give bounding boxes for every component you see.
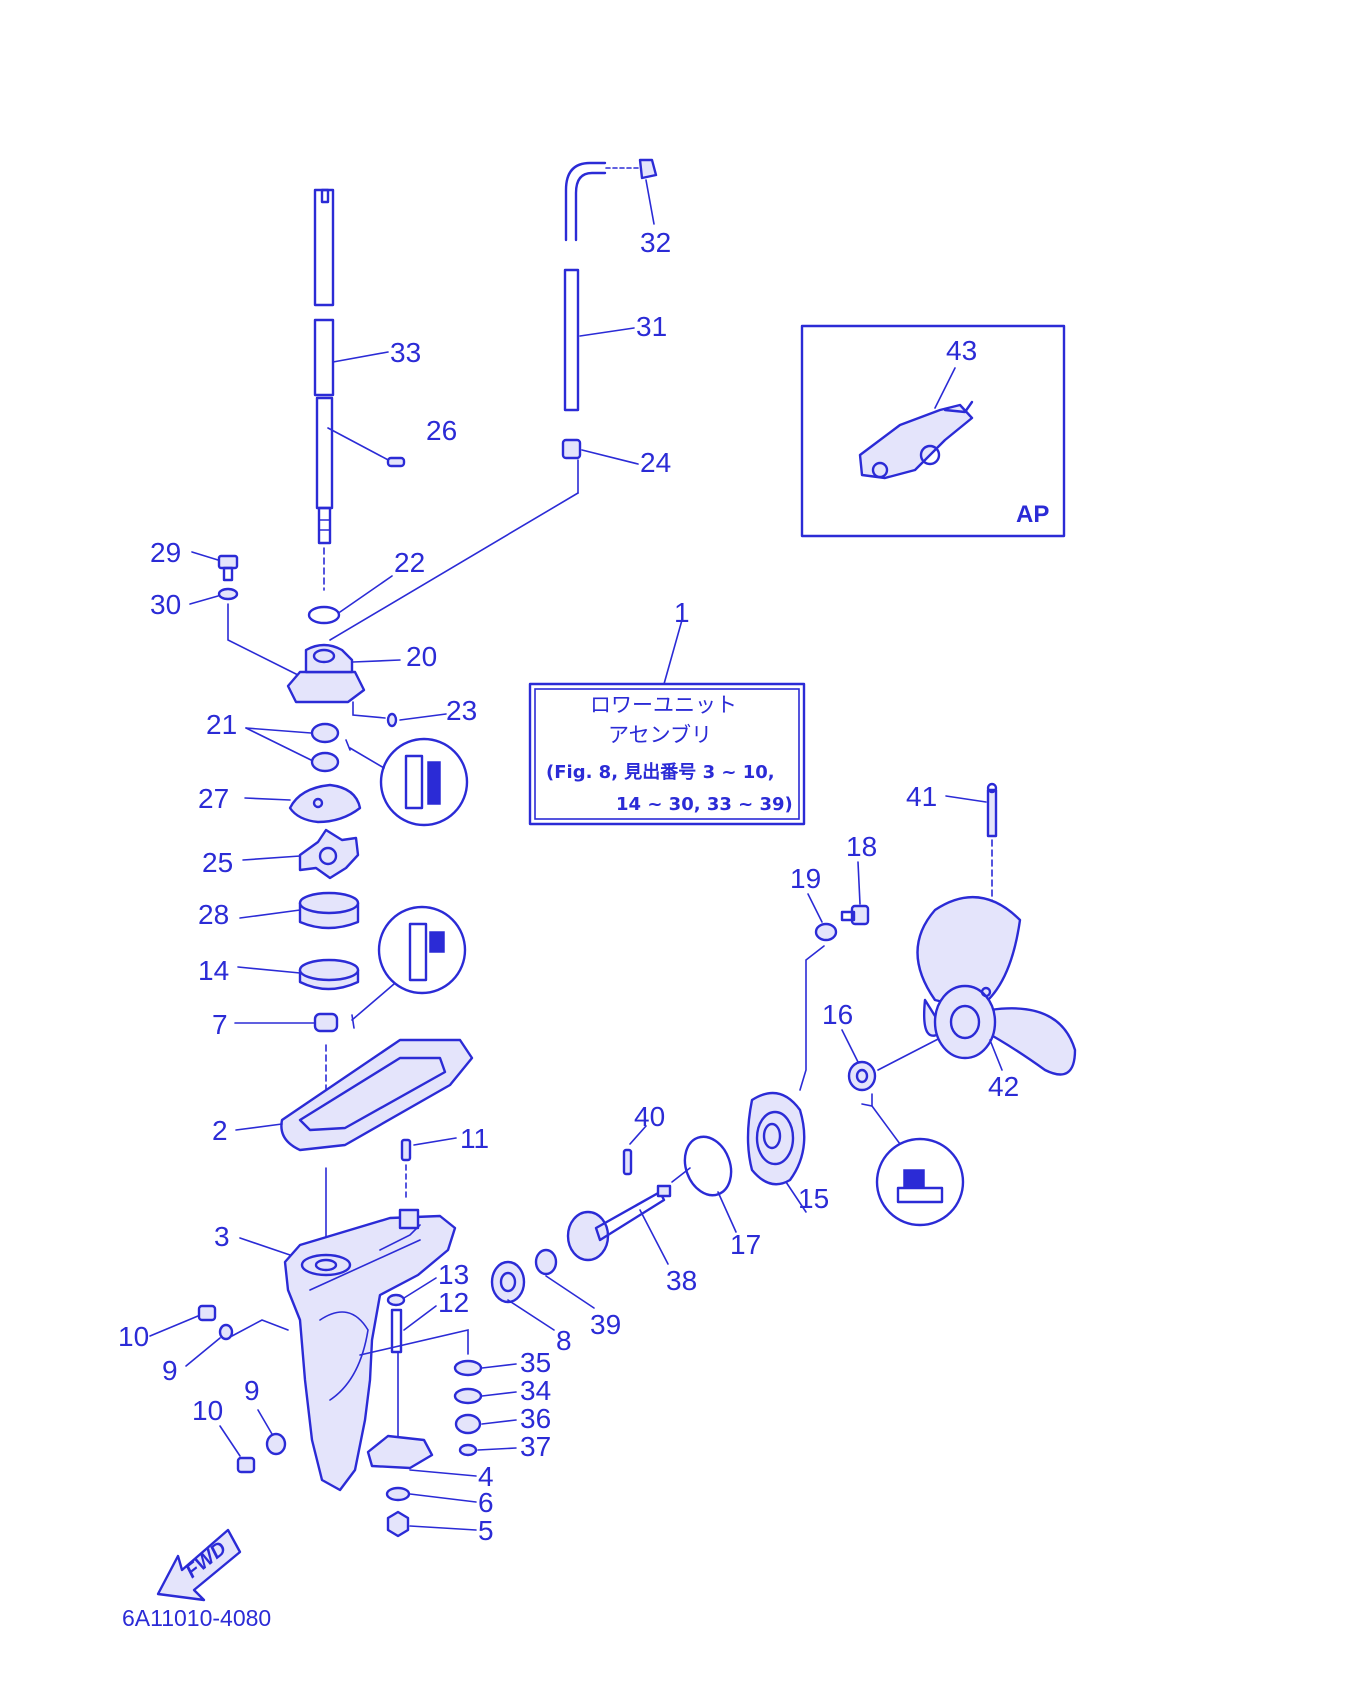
oil-seals-21: [245, 722, 351, 773]
callout-30: 30: [150, 589, 181, 620]
nut-5: [386, 1510, 477, 1538]
assembly-title-line2: アセンブリ: [608, 723, 712, 747]
o-ring-22: [307, 575, 393, 625]
callout-11: 11: [460, 1123, 489, 1154]
callout-31: 31: [636, 311, 667, 342]
o-ring-17: [671, 1135, 737, 1233]
callout-4: 4: [478, 1461, 494, 1492]
shift-stack: [359, 1328, 517, 1457]
assembly-note-line2: 14 ~ 30, 33 ~ 39): [616, 794, 793, 815]
callout-26: 26: [426, 415, 457, 446]
washer-6: [385, 1486, 477, 1503]
washer-30: [189, 587, 299, 676]
callout-17: 17: [730, 1229, 761, 1260]
callout-35: 35: [520, 1347, 551, 1378]
callout-9-upper: 9: [162, 1355, 178, 1386]
callout-22: 22: [394, 547, 425, 578]
water-tube: [561, 161, 607, 460]
callout-41: 41: [906, 781, 937, 812]
detail-circle-seal-2: [351, 905, 467, 1029]
inset-label-ap: AP: [1016, 501, 1049, 528]
shaft-housing-15: [746, 945, 825, 1213]
callout-5: 5: [478, 1515, 494, 1546]
callout-29: 29: [150, 537, 181, 568]
callout-14: 14: [198, 955, 229, 986]
callout-38: 38: [666, 1265, 697, 1296]
pin-26: [327, 427, 406, 468]
callout-25: 25: [202, 847, 233, 878]
callout-10-upper: 10: [118, 1321, 149, 1352]
callout-43: 43: [946, 335, 977, 366]
callout-28: 28: [198, 899, 229, 930]
bolt-18: [840, 861, 870, 926]
callout-37: 37: [520, 1431, 551, 1462]
spacer-16: [841, 1029, 945, 1107]
callout-36: 36: [520, 1403, 551, 1434]
callout-10-lower: 10: [192, 1395, 223, 1426]
cartridge-28: [239, 891, 360, 930]
callout-18: 18: [846, 831, 877, 862]
assembly-box-1: [528, 619, 806, 826]
plug-10-lower: [219, 1425, 256, 1474]
pin-23: [352, 701, 447, 728]
document-code: 6A11010-4080: [122, 1605, 271, 1631]
callout-32: 32: [640, 227, 671, 258]
callout-24: 24: [640, 447, 671, 478]
callout-27: 27: [198, 783, 229, 814]
shim-39: [534, 1248, 595, 1309]
callout-16: 16: [822, 999, 853, 1030]
pump-housing-20: [286, 459, 579, 704]
callout-19: 19: [790, 863, 821, 894]
callout-34: 34: [520, 1375, 551, 1406]
assembly-note-line1: (Fig. 8, 見出番号 3 ~ 10,: [546, 761, 775, 783]
bolt-12: [390, 1305, 437, 1354]
callout-9-lower: 9: [244, 1375, 260, 1406]
callout-8: 8: [556, 1325, 572, 1356]
propeller-shaft-38: [566, 1184, 672, 1265]
drive-shaft: [313, 188, 335, 591]
plug-10-upper: [149, 1304, 217, 1337]
callout-39: 39: [590, 1309, 621, 1340]
callout-3: 3: [214, 1221, 230, 1252]
detail-circle-seal: [349, 737, 469, 827]
washer-13: [386, 1277, 437, 1307]
gasket-2: [235, 1038, 474, 1152]
callout-6: 6: [478, 1487, 494, 1518]
anode-4: [366, 1351, 477, 1477]
bolt-29: [191, 551, 239, 582]
callout-33: 33: [390, 337, 421, 368]
cartridge-insert-14: [237, 958, 360, 991]
callout-40: 40: [634, 1101, 665, 1132]
propeller-42: [916, 895, 1077, 1076]
inset-box-ap: [800, 324, 1066, 538]
dowel-pin-11: [400, 1137, 457, 1201]
grommet-32: [605, 158, 658, 180]
callout-7: 7: [212, 1009, 228, 1040]
part-43-bracket: [858, 367, 974, 480]
bearing-8: [490, 1260, 555, 1331]
detail-circle-spacer: [871, 1105, 965, 1227]
impeller-25: [242, 828, 360, 880]
callout-12: 12: [438, 1287, 469, 1318]
assembly-title-line1: ロワーユニット: [590, 693, 737, 717]
callout-21: 21: [206, 709, 237, 740]
callout-2: 2: [212, 1115, 228, 1146]
callout-15: 15: [798, 1183, 829, 1214]
fwd-arrow: [156, 1528, 242, 1602]
washer-19: [807, 893, 838, 942]
callout-23: 23: [446, 695, 477, 726]
gasket-9-upper: [185, 1319, 289, 1367]
gasket-9-lower: [257, 1409, 287, 1456]
pin-40: [622, 1125, 647, 1176]
callout-13: 13: [438, 1259, 469, 1290]
callout-42: 42: [988, 1071, 1019, 1102]
callout-1: 1: [674, 597, 690, 628]
outer-plate-27: [244, 783, 362, 824]
callout-20: 20: [406, 641, 437, 672]
